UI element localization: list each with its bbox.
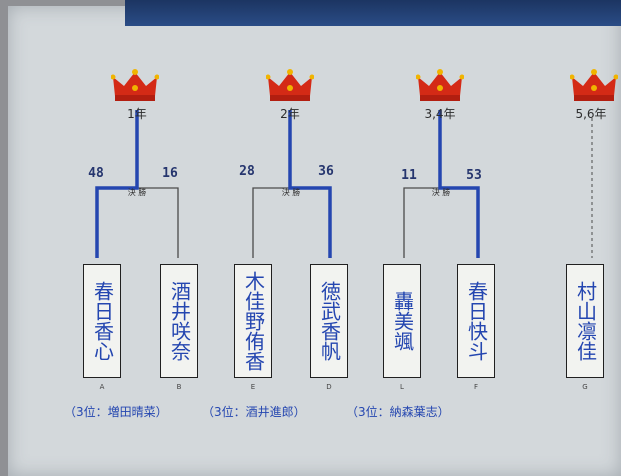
player-name-card: 春日香心 — [83, 264, 121, 378]
card-letter: D — [326, 383, 332, 391]
crown-icon — [570, 69, 618, 101]
player-name-card: 徳武香帆 — [310, 264, 348, 378]
player-name-card: 木佳野侑香 — [234, 264, 272, 378]
crown-icon — [416, 69, 464, 101]
card-letter: B — [176, 383, 182, 391]
grade-label: 1年 — [127, 107, 147, 121]
card-letter: E — [250, 383, 256, 391]
card-letter: G — [582, 383, 588, 391]
grade-label: 2年 — [280, 107, 300, 121]
score-left: 48 — [88, 166, 104, 181]
score-left: 28 — [239, 164, 255, 179]
player-name-card: 酒井咲奈 — [160, 264, 198, 378]
grade-label: 3,4年 — [424, 107, 456, 121]
card-letter: L — [400, 383, 404, 391]
bracket-1-lines — [95, 110, 179, 258]
score-right: 36 — [318, 164, 334, 179]
final-label: 決 勝 — [431, 188, 451, 197]
bracket-2-lines — [252, 110, 332, 258]
score-right: 16 — [162, 166, 178, 181]
card-letter: A — [99, 383, 105, 391]
card-letter: F — [473, 383, 479, 391]
bracket-3-lines — [403, 110, 480, 258]
top-binder-band — [125, 0, 621, 26]
tournament-poster — [8, 6, 621, 476]
grade-label: 5,6年 — [575, 107, 607, 121]
third-place-note: （3位：増田晴菜） — [64, 405, 168, 419]
player-name-card: 村山凛佳 — [566, 264, 604, 378]
crown-icon — [266, 69, 314, 101]
player-name-card: 春日快斗 — [457, 264, 495, 378]
score-right: 53 — [466, 168, 482, 183]
crown-icon — [111, 69, 159, 101]
final-label: 決 勝 — [127, 188, 147, 197]
third-place-note: （3位：酒井進郎） — [202, 405, 306, 419]
third-place-note: （3位：納森葉志） — [346, 405, 450, 419]
final-label: 決 勝 — [281, 188, 301, 197]
score-left: 11 — [401, 168, 417, 183]
player-name-card: 轟美颯 — [383, 264, 421, 378]
